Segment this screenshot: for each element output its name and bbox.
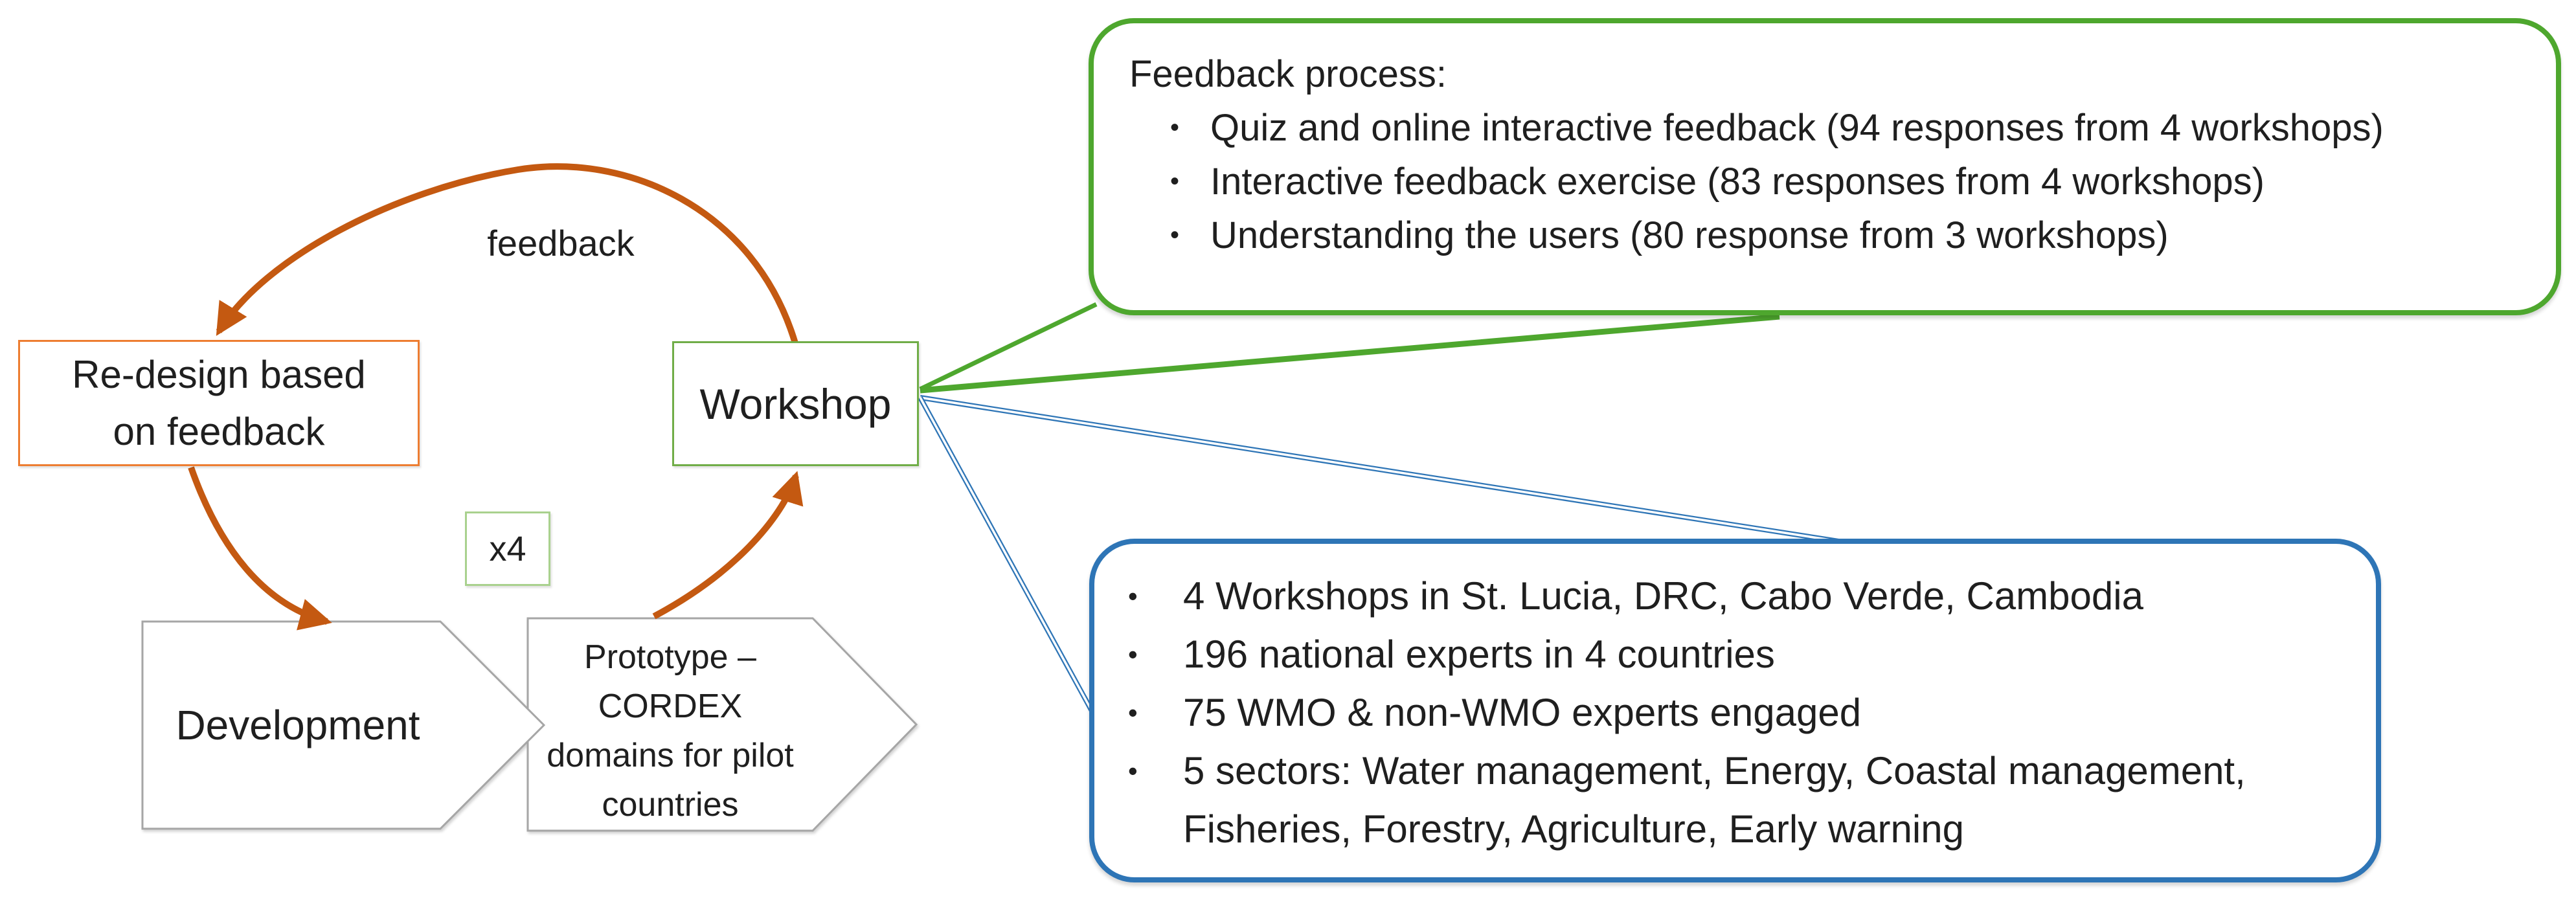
bullet-icon: •	[1128, 639, 1138, 669]
bullet-icon: •	[1128, 756, 1138, 786]
list-item-text: Quiz and online interactive feedback (94…	[1210, 107, 2384, 149]
list-item-text: 196 national experts in 4 countries	[1183, 633, 1775, 676]
feedback-process-callout: Feedback process: • Quiz and online inte…	[1089, 18, 2561, 315]
bullet-icon: •	[1170, 113, 1180, 142]
list-item-text: Understanding the users (80 response fro…	[1210, 214, 2169, 256]
feedback-process-list: • Quiz and online interactive feedback (…	[1094, 101, 2556, 262]
prototype-chevron-label: Prototype – CORDEX domains for pilot cou…	[534, 631, 806, 831]
x4-box: x4	[465, 511, 550, 586]
redesign-box-label: Re-design based on feedback	[72, 352, 366, 453]
list-item-text: 75 WMO & non-WMO experts engaged	[1183, 691, 1862, 734]
list-item: • Understanding the users (80 response f…	[1094, 208, 2556, 262]
bullet-icon: •	[1170, 167, 1180, 196]
blue-connector-lower	[918, 396, 1094, 712]
development-chevron-label: Development	[175, 702, 420, 748]
workshop-stats-callout: • 4 Workshops in St. Lucia, DRC, Cabo Ve…	[1089, 539, 2381, 882]
list-item: • 75 WMO & non-WMO experts engaged	[1094, 684, 2376, 742]
blue-connector-upper	[920, 395, 1847, 545]
feedback-process-title: Feedback process:	[1129, 53, 1447, 95]
bullet-icon: •	[1128, 697, 1138, 728]
list-item: • 196 national experts in 4 countries	[1094, 625, 2376, 684]
bullet-icon: •	[1128, 581, 1138, 611]
list-item-text: 4 Workshops in St. Lucia, DRC, Cabo Verd…	[1183, 574, 2143, 618]
green-connector-lower	[920, 313, 1780, 394]
list-item-text: Interactive feedback exercise (83 respon…	[1210, 161, 2265, 203]
workshop-stats-list: • 4 Workshops in St. Lucia, DRC, Cabo Ve…	[1094, 544, 2376, 858]
x4-box-label: x4	[489, 529, 526, 568]
redesign-box: Re-design based on feedback	[18, 340, 420, 466]
feedback-label: feedback	[487, 223, 635, 264]
development-chevron-shape	[141, 620, 546, 830]
list-item: • 5 sectors: Water management, Energy, C…	[1094, 742, 2376, 858]
prototype-chevron-text: Prototype – CORDEX domains for pilot cou…	[547, 638, 794, 824]
workshop-box: Workshop	[672, 341, 919, 466]
prototype-chevron-shape	[526, 617, 918, 832]
redesign-to-development-arrow	[188, 466, 332, 631]
list-item: • Interactive feedback exercise (83 resp…	[1094, 155, 2556, 208]
workshop-box-label: Workshop	[699, 379, 892, 428]
bullet-icon: •	[1170, 221, 1180, 249]
list-item: • Quiz and online interactive feedback (…	[1094, 101, 2556, 155]
green-connector-upper	[919, 302, 1098, 392]
list-item: • 4 Workshops in St. Lucia, DRC, Cabo Ve…	[1094, 567, 2376, 625]
list-item-text: 5 sectors: Water management, Energy, Coa…	[1183, 749, 2246, 851]
prototype-to-workshop-arrow	[652, 471, 804, 620]
feedback-arc-arrow	[216, 163, 798, 344]
